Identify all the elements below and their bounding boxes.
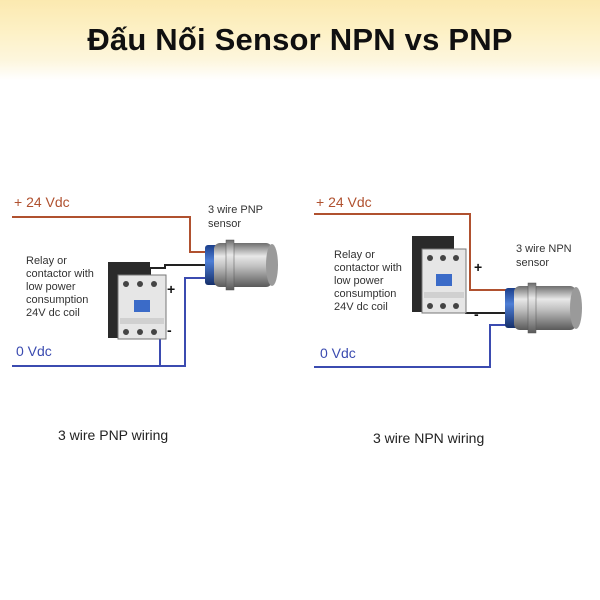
pnp-diagram: + 24 Vdc 0 Vdc 3 wire PNP sensor Relay o… (12, 194, 278, 443)
npn-negative-wire (314, 324, 512, 368)
pnp-minus-sign: - (167, 322, 172, 338)
npn-relay-label-5: 24V dc coil (334, 301, 388, 313)
page-title: Đấu Nối Sensor NPN vs PNP (87, 22, 513, 57)
npn-relay-label-1: Relay or (334, 249, 375, 261)
npn-supply-negative: 0 Vdc (320, 345, 356, 361)
title-banner: Đấu Nối Sensor NPN vs PNP (0, 0, 600, 80)
pnp-plus-sign: + (167, 281, 175, 297)
npn-relay-label-3: low power (334, 275, 384, 287)
npn-supply-positive: + 24 Vdc (316, 194, 372, 210)
pnp-relay-label-4: consumption (26, 294, 88, 306)
pnp-sensor-label-2: sensor (208, 218, 241, 230)
npn-relay-label-2: contactor with (334, 262, 402, 274)
pnp-relay-label-3: low power (26, 281, 76, 293)
pnp-sensor-label-1: 3 wire PNP (208, 204, 263, 216)
npn-minus-sign: - (474, 306, 479, 322)
npn-sensor (505, 282, 582, 334)
npn-relay-label-4: consumption (334, 288, 396, 300)
npn-diagram: + 24 Vdc 0 Vdc 3 wire NPN sensor Relay o… (314, 194, 582, 446)
npn-sensor-label-1: 3 wire NPN (516, 243, 572, 255)
npn-plus-sign: + (474, 259, 482, 275)
pnp-relay-label-5: 24V dc coil (26, 307, 80, 319)
pnp-supply-negative: 0 Vdc (16, 343, 52, 359)
pnp-relay-label-1: Relay or (26, 255, 67, 267)
pnp-relay-label-2: contactor with (26, 268, 94, 280)
npn-positive-wire (314, 213, 510, 291)
pnp-negative-wire (12, 277, 212, 367)
npn-relay (412, 236, 467, 314)
npn-sensor-label-2: sensor (516, 257, 549, 269)
pnp-sensor (205, 239, 278, 291)
npn-caption: 3 wire NPN wiring (373, 430, 484, 446)
pnp-supply-positive: + 24 Vdc (14, 194, 70, 210)
pnp-positive-wire (12, 216, 210, 253)
pnp-caption: 3 wire PNP wiring (58, 427, 168, 443)
pnp-relay (108, 262, 167, 340)
